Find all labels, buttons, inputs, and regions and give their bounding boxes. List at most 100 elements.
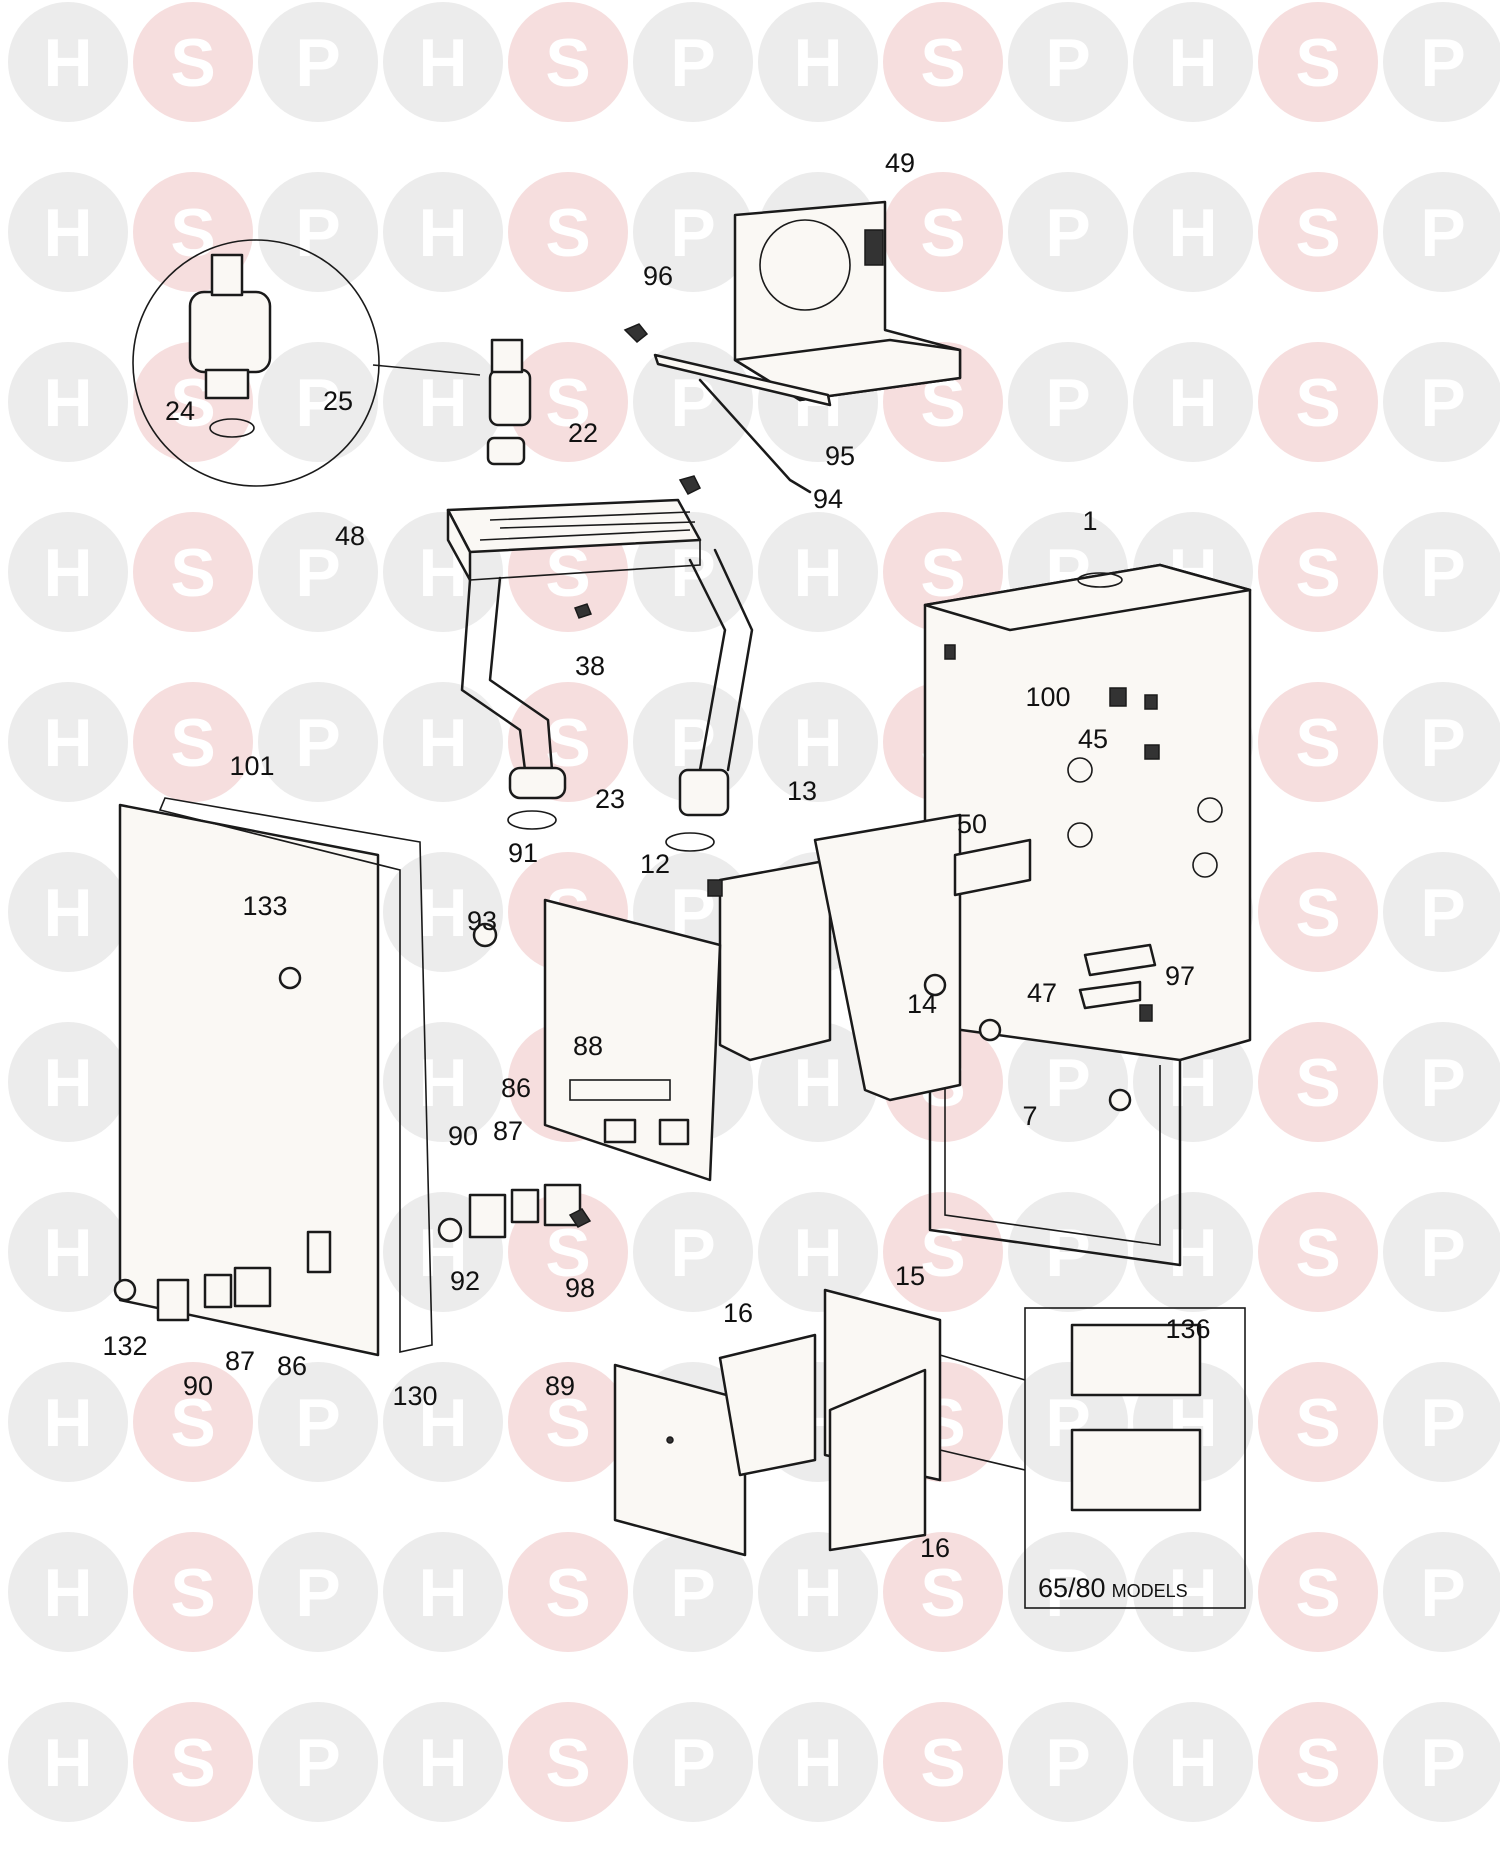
callout-16: 16	[723, 1298, 753, 1328]
watermark-letter: P	[1045, 365, 1090, 441]
watermark-letter: H	[793, 25, 842, 101]
watermark-circle	[1383, 1532, 1500, 1652]
watermark-circle	[1383, 1022, 1500, 1142]
callout-38: 38	[575, 651, 605, 681]
watermark-letter: S	[920, 1555, 965, 1631]
callout-101: 101	[229, 751, 274, 781]
strap-95	[623, 323, 832, 494]
watermark-circle	[8, 1702, 128, 1822]
watermark-circle	[258, 172, 378, 292]
watermark-circle	[1008, 342, 1128, 462]
heat-exchanger-48	[446, 338, 754, 852]
watermark-circle	[1258, 682, 1378, 802]
callout-49: 49	[885, 148, 915, 178]
callout-96: 96	[643, 261, 673, 291]
watermark-circle	[1008, 2, 1128, 122]
watermark-letter: S	[1295, 1045, 1340, 1121]
watermark-circle	[8, 1362, 128, 1482]
watermark-letter: S	[170, 535, 215, 611]
callout-94: 94	[813, 484, 843, 514]
watermark-circle	[383, 1532, 503, 1652]
watermark-circle	[1258, 852, 1378, 972]
callout-97: 97	[1165, 961, 1195, 991]
watermark-letter: P	[1420, 1555, 1465, 1631]
watermark-circle	[8, 1192, 128, 1312]
watermark-letter: H	[43, 875, 92, 951]
watermark-letter: S	[1295, 25, 1340, 101]
callout-98: 98	[565, 1273, 595, 1303]
watermark-letter: P	[670, 25, 715, 101]
watermark-letter: H	[43, 705, 92, 781]
watermark-circle	[383, 682, 503, 802]
watermark-letter: S	[1295, 1385, 1340, 1461]
watermark-letter: P	[295, 1385, 340, 1461]
callout-87: 87	[493, 1116, 523, 1146]
watermark-circle	[1383, 172, 1500, 292]
watermark-circle	[133, 1532, 253, 1652]
callout-23: 23	[595, 784, 625, 814]
callout-92: 92	[450, 1266, 480, 1296]
watermark-circle	[883, 1192, 1003, 1312]
watermark-letter: P	[1045, 195, 1090, 271]
watermark-letter: S	[170, 1385, 215, 1461]
watermark-circle	[508, 1702, 628, 1822]
watermark-letter: P	[1045, 1215, 1090, 1291]
watermark-letter: H	[43, 25, 92, 101]
callout-13: 13	[787, 776, 817, 806]
watermark-letter: S	[545, 1555, 590, 1631]
callout-133: 133	[242, 891, 287, 921]
watermark-circle	[1258, 342, 1378, 462]
callout-132: 132	[102, 1331, 147, 1361]
watermark-circle	[883, 2, 1003, 122]
bracket-plate-49	[733, 200, 962, 402]
watermark-letter: S	[1295, 1725, 1340, 1801]
watermark-circle	[508, 342, 628, 462]
hsp-watermark: HSPHSPHSPHSPHSPHSPHSPHSPHSPHSPHSPHSPHSPH…	[8, 2, 1500, 1822]
watermark-letter: S	[170, 25, 215, 101]
watermark-letter: S	[545, 1385, 590, 1461]
control-board-88	[543, 898, 722, 1182]
watermark-letter: P	[1420, 1385, 1465, 1461]
watermark-letter: S	[170, 195, 215, 271]
callout-50: 50	[957, 809, 987, 839]
watermark-letter: P	[1045, 1555, 1090, 1631]
watermark-circle	[383, 2, 503, 122]
watermark-letter: P	[295, 535, 340, 611]
watermark-circle	[1258, 172, 1378, 292]
watermark-circle	[883, 1702, 1003, 1822]
watermark-circle	[8, 2, 128, 122]
watermark-circle	[633, 172, 753, 292]
watermark-letter: P	[670, 365, 715, 441]
watermark-circle	[508, 1532, 628, 1652]
watermark-letter: P	[1045, 1725, 1090, 1801]
watermark-circle	[1008, 1022, 1128, 1142]
watermark-circle	[258, 1362, 378, 1482]
watermark-circle	[383, 342, 503, 462]
callout-86: 86	[501, 1073, 531, 1103]
watermark-circle	[1258, 2, 1378, 122]
watermark-letter: S	[1295, 365, 1340, 441]
watermark-circle	[258, 342, 378, 462]
watermark-circle	[133, 512, 253, 632]
watermark-circle	[1383, 342, 1500, 462]
callout-45: 45	[1078, 724, 1108, 754]
watermark-circle	[383, 172, 503, 292]
callout-22: 22	[568, 418, 598, 448]
callout-90: 90	[448, 1121, 478, 1151]
watermark-circle	[758, 1192, 878, 1312]
watermark-letter: H	[1168, 1725, 1217, 1801]
watermark-letter: S	[170, 1725, 215, 1801]
watermark-letter: S	[545, 365, 590, 441]
watermark-letter: P	[1420, 875, 1465, 951]
watermark-circle	[258, 1532, 378, 1652]
watermark-circle	[258, 682, 378, 802]
watermark-letter: P	[1420, 195, 1465, 271]
watermark-letter: H	[793, 1045, 842, 1121]
watermark-letter: P	[670, 195, 715, 271]
watermark-letter: P	[1420, 1215, 1465, 1291]
watermark-circle	[383, 1022, 503, 1142]
callout-93: 93	[467, 906, 497, 936]
watermark-circle	[1133, 1532, 1253, 1652]
